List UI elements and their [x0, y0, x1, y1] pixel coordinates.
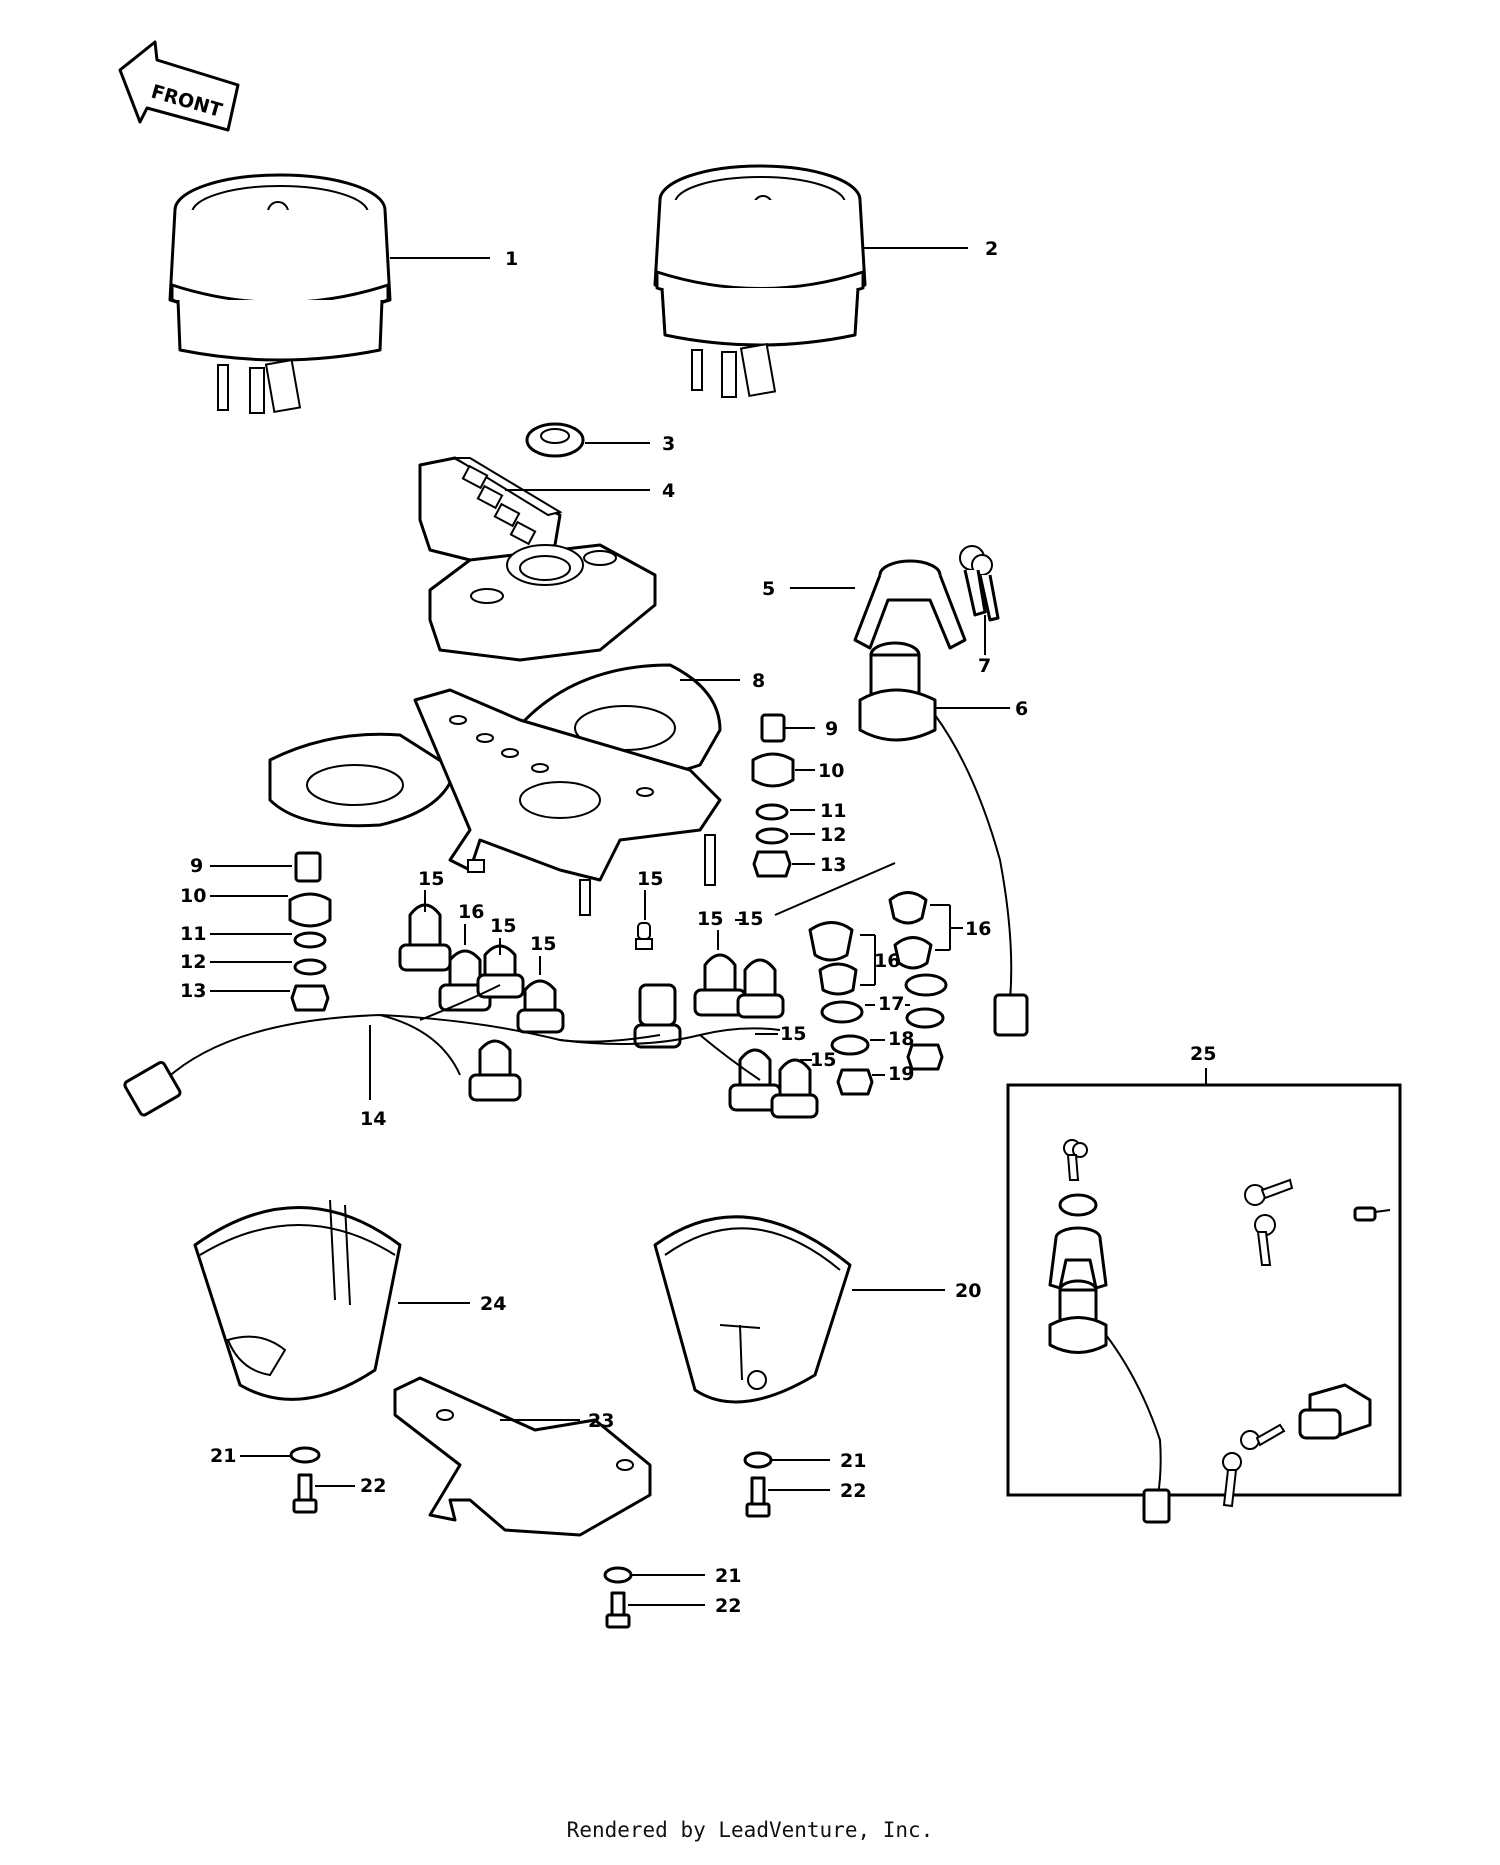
callout-22b: 22	[840, 1480, 866, 1502]
indicator-housing-4	[418, 456, 657, 662]
stay-bracket-23	[393, 1376, 652, 1537]
callout-22c: 22	[715, 1595, 741, 1617]
gauge-meter-2	[653, 164, 867, 398]
callout-12a: 12	[820, 824, 846, 846]
callout-1: 1	[505, 248, 518, 270]
callout-16c: 16	[965, 918, 991, 940]
keys-7	[959, 545, 1000, 622]
callout-21b: 21	[840, 1450, 866, 1472]
meter-cover-20	[653, 1215, 852, 1404]
front-arrow: FRONT	[118, 40, 240, 132]
callout-15b: 15	[490, 915, 516, 937]
washer-bolt-left	[289, 1446, 321, 1514]
ignition-switch-kit-25	[1006, 1068, 1402, 1524]
grommet-3	[525, 422, 585, 458]
callout-11a: 11	[820, 800, 846, 822]
callout-9a: 9	[825, 718, 838, 740]
switch-cover-5	[853, 559, 967, 650]
ignition-switch-6	[858, 641, 1029, 1037]
callout-8: 8	[752, 670, 765, 692]
callout-21c: 21	[715, 1565, 741, 1587]
callout-23: 23	[588, 1410, 614, 1432]
callout-16a: 16	[458, 901, 484, 923]
bulb-sockets	[398, 903, 819, 1119]
callout-10a: 10	[818, 760, 844, 782]
callout-19: 19	[888, 1063, 914, 1085]
callout-14: 14	[360, 1108, 386, 1130]
callout-6: 6	[1015, 698, 1028, 720]
meter-bracket-8	[268, 663, 722, 916]
meter-cover-24	[193, 1199, 402, 1401]
callout-15f: 15	[737, 908, 763, 930]
callout-16b: 16	[874, 950, 900, 972]
callout-21a: 21	[210, 1445, 236, 1467]
callout-20: 20	[955, 1280, 981, 1302]
callout-15h: 15	[810, 1049, 836, 1071]
callout-15c: 15	[530, 933, 556, 955]
callout-15g: 15	[780, 1023, 806, 1045]
callout-7: 7	[978, 655, 991, 677]
callout-17: 17	[878, 993, 904, 1015]
callout-10b: 10	[180, 885, 206, 907]
callout-2: 2	[985, 238, 998, 260]
callout-24: 24	[480, 1293, 506, 1315]
callout-15e: 15	[697, 908, 723, 930]
gauge-meter-1	[168, 173, 392, 414]
washer-bolt-right	[743, 1451, 773, 1518]
hardware-stack-left	[288, 851, 332, 1012]
callout-18: 18	[888, 1028, 914, 1050]
callout-15a: 15	[418, 868, 444, 890]
hardware-stack-right	[751, 713, 795, 878]
callout-3: 3	[662, 433, 675, 455]
washer-bolt-bottom	[603, 1566, 633, 1629]
callout-25: 25	[1190, 1043, 1216, 1065]
callout-11b: 11	[180, 923, 206, 945]
callout-12b: 12	[180, 951, 206, 973]
wiring-harness-14	[123, 984, 781, 1117]
callout-4: 4	[662, 480, 675, 502]
callout-9b: 9	[190, 855, 203, 877]
callout-5: 5	[762, 578, 775, 600]
callout-15d: 15	[637, 868, 663, 890]
grommet-set-16-19	[808, 891, 948, 1096]
callout-13a: 13	[820, 854, 846, 876]
callout-22a: 22	[360, 1475, 386, 1497]
render-credit: Rendered by LeadVenture, Inc.	[566, 1818, 934, 1842]
callout-13b: 13	[180, 980, 206, 1002]
